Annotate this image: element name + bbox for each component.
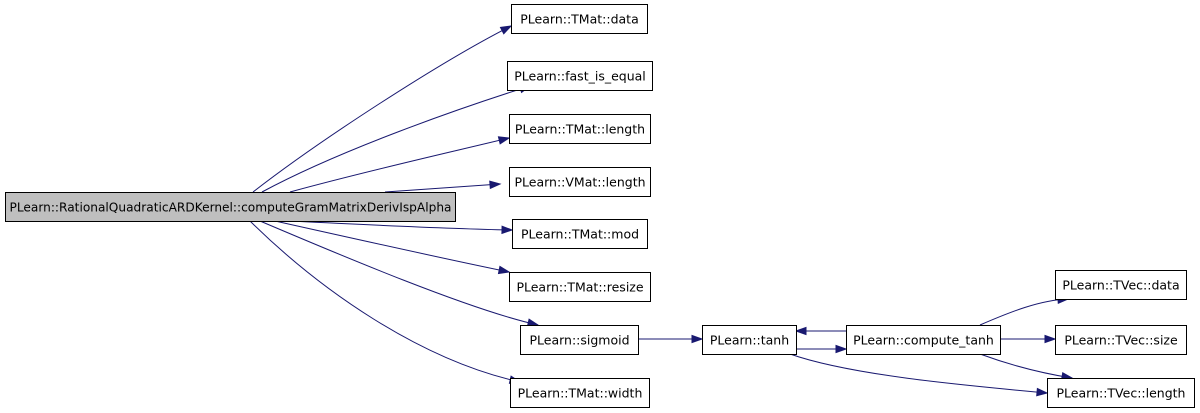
edge-root-to-fast-is-equal (261, 85, 531, 193)
edge-root-to-tmat-length (289, 137, 510, 193)
node-label-sigmoid: PLearn::sigmoid (529, 333, 629, 348)
node-root[interactable]: PLearn::RationalQuadraticARDKernel::comp… (5, 192, 456, 222)
node-label-tmat-mod: PLearn::TMat::mod (521, 227, 639, 242)
node-label-tmat-resize: PLearn::TMat::resize (516, 280, 643, 295)
node-box-tvec-length (1047, 378, 1195, 408)
node-tvec-size[interactable]: PLearn::TVec::size (1055, 325, 1187, 355)
node-box-tmat-resize (509, 272, 651, 302)
node-box-compute-tanh (846, 325, 1001, 355)
node-label-tmat-data: PLearn::TMat::data (520, 12, 638, 27)
node-label-root: PLearn::RationalQuadraticARDKernel::comp… (10, 200, 452, 215)
node-label-compute-tanh: PLearn::compute_tanh (853, 333, 994, 348)
node-tmat-mod[interactable]: PLearn::TMat::mod (512, 219, 648, 249)
node-sigmoid[interactable]: PLearn::sigmoid (520, 325, 639, 355)
edge-arrowhead-sigmoid-to-tanh (691, 334, 704, 344)
node-tvec-data[interactable]: PLearn::TVec::data (1055, 270, 1187, 300)
node-box-sigmoid (520, 325, 639, 355)
nodes-layer: PLearn::RationalQuadraticARDKernel::comp… (5, 4, 1195, 408)
node-box-tmat-width (510, 378, 650, 408)
node-box-root (5, 192, 456, 222)
edge-root-to-tmat-data (252, 25, 512, 193)
node-tmat-data[interactable]: PLearn::TMat::data (511, 4, 648, 34)
edge-compute-tanh-to-tvec-data (979, 298, 1069, 326)
edge-root-to-vmat-length (384, 183, 501, 193)
node-label-tanh: PLearn::tanh (710, 333, 789, 348)
node-label-fast-is-equal: PLearn::fast_is_equal (514, 69, 646, 84)
edge-compute-tanh-to-tvec-length (979, 353, 1073, 379)
node-label-tmat-length: PLearn::TMat::length (515, 122, 645, 137)
edge-arrowhead-tanh-to-compute-tanh (835, 344, 848, 354)
node-compute-tanh[interactable]: PLearn::compute_tanh (846, 325, 1001, 355)
node-label-tmat-width: PLearn::TMat::width (518, 386, 643, 401)
edge-arrowhead-root-to-tmat-resize (497, 265, 511, 275)
node-label-tvec-size: PLearn::TVec::size (1064, 333, 1178, 348)
edge-root-to-tmat-width (249, 220, 521, 383)
edge-arrowhead-compute-tanh-to-tvec-size (1044, 334, 1057, 344)
node-label-vmat-length: PLearn::VMat::length (514, 175, 645, 190)
edge-arrowhead-root-to-tmat-length (497, 136, 511, 145)
node-label-tvec-data: PLearn::TVec::data (1062, 278, 1179, 293)
edge-root-to-tmat-resize (274, 220, 510, 273)
edge-arrowhead-root-to-tmat-mod (501, 225, 514, 235)
node-box-fast-is-equal (507, 61, 653, 91)
edge-root-to-sigmoid (259, 220, 539, 326)
node-tmat-width[interactable]: PLearn::TMat::width (510, 378, 650, 408)
edge-arrowhead-compute-tanh-to-tanh (794, 326, 807, 336)
node-label-tvec-length: PLearn::TVec::length (1057, 386, 1186, 401)
node-tmat-length[interactable]: PLearn::TMat::length (509, 114, 651, 144)
node-box-tmat-data (511, 4, 648, 34)
node-box-tmat-mod (512, 219, 648, 249)
edge-arrowhead-root-to-vmat-length (489, 180, 502, 190)
node-box-tanh (702, 325, 797, 355)
node-vmat-length[interactable]: PLearn::VMat::length (509, 167, 651, 197)
node-box-tvec-data (1055, 270, 1187, 300)
edge-root-to-tmat-mod (289, 220, 513, 231)
node-tmat-resize[interactable]: PLearn::TMat::resize (509, 272, 651, 302)
node-box-tvec-size (1055, 325, 1187, 355)
node-tvec-length[interactable]: PLearn::TVec::length (1047, 378, 1195, 408)
edge-arrowhead-tanh-to-tvec-length (1036, 387, 1049, 397)
edge-tanh-to-tvec-length (789, 353, 1048, 394)
node-fast-is-equal[interactable]: PLearn::fast_is_equal (507, 61, 653, 91)
node-box-tmat-length (509, 114, 651, 144)
node-box-vmat-length (509, 167, 651, 197)
node-tanh[interactable]: PLearn::tanh (702, 325, 797, 355)
edge-arrowhead-root-to-tmat-data (499, 25, 513, 35)
